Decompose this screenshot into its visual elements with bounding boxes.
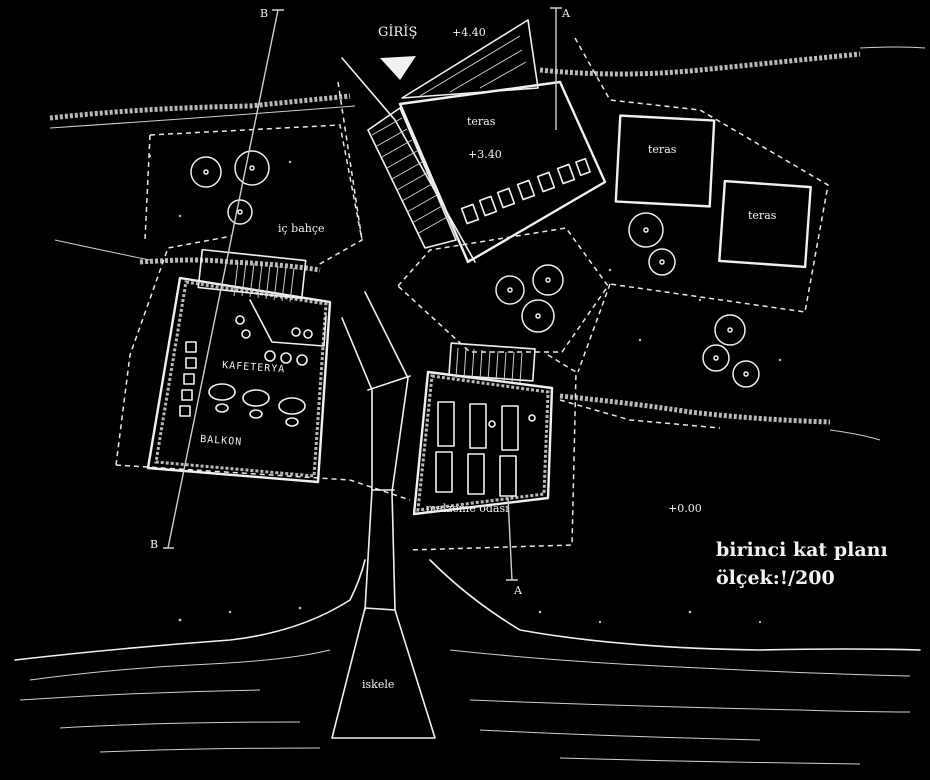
central-walkway [341, 291, 411, 611]
terrace-right2-label: teras [748, 209, 777, 222]
elevation-ground-label: +0.00 [668, 502, 702, 515]
storage-room-label: malzeme odası [426, 502, 509, 515]
right-terraces [614, 114, 812, 269]
elevation-terrace-label: +3.40 [468, 148, 502, 161]
entrance-ramp [341, 56, 476, 263]
trees [190, 150, 760, 388]
terrain-dots [148, 154, 782, 624]
stone-walls [49, 46, 926, 441]
entrance-arrow-icon [380, 56, 416, 80]
plan-scale: ölçek:!/200 [716, 567, 835, 589]
inner-garden-label: iç bahçe [278, 222, 325, 235]
site-boundaries [115, 37, 829, 551]
cafeteria-label: KAFETERYA [222, 360, 286, 375]
terrace-main-label: teras [467, 115, 496, 128]
section-a-top-label: A [561, 7, 571, 20]
section-b-top-label: B [260, 7, 268, 20]
shoreline-water [14, 559, 921, 765]
pier-label: iskele [362, 678, 394, 691]
upper-terrace [398, 19, 607, 264]
section-a-bottom-label: A [513, 584, 523, 597]
entrance-label: GİRİŞ [378, 23, 417, 40]
elevation-top-label: +4.40 [452, 26, 486, 39]
terrace-right1-label: teras [648, 143, 677, 156]
section-b-bottom-label: B [150, 538, 158, 551]
storage-block [412, 342, 554, 516]
balcony-label: BALKON [200, 434, 243, 448]
cafeteria-block [146, 248, 332, 484]
plan-title: birinci kat planı [716, 539, 888, 561]
pier [331, 607, 436, 739]
section-lines [163, 7, 562, 581]
